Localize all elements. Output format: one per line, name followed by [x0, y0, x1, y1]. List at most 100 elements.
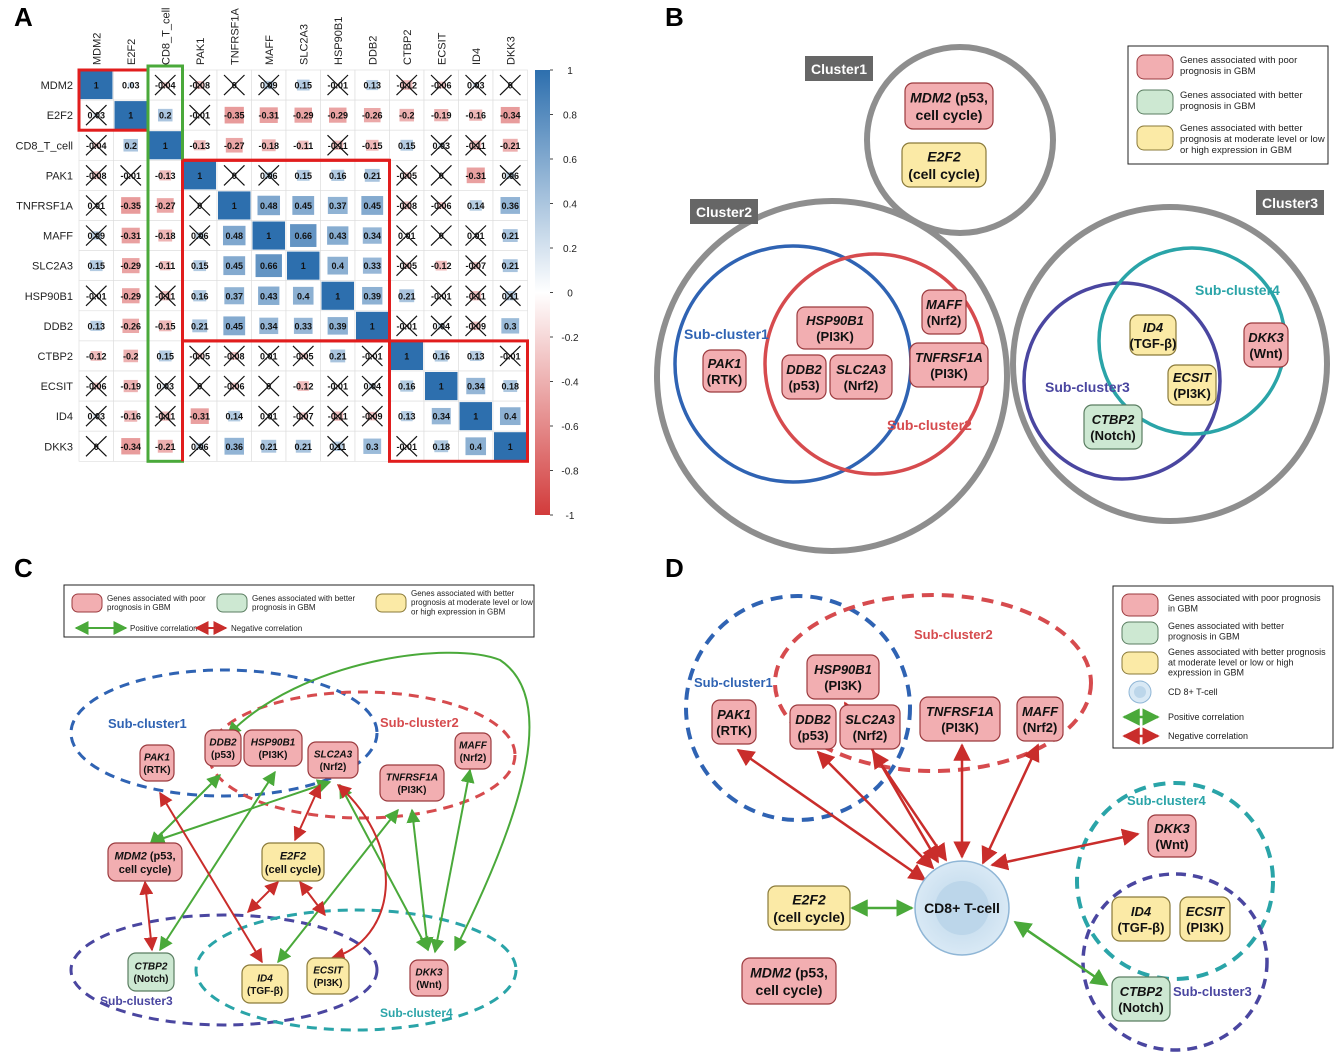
- gene-name: CTBP2: [1092, 412, 1135, 427]
- d-legend-positive-text: Positive correlation: [1168, 712, 1244, 722]
- cluster2-badge: Cluster2: [690, 199, 758, 224]
- gene-name: DDB2: [209, 738, 237, 749]
- heatmap-row-label: CTBP2: [38, 351, 73, 363]
- gene-pathway: (PI3K): [930, 366, 968, 381]
- sub-cluster3-circle: [1022, 281, 1222, 481]
- heatmap-value: -0.12: [293, 382, 314, 392]
- heatmap-col-label: DDB2: [367, 36, 379, 65]
- gene-name: DDB2: [786, 362, 822, 377]
- colorbar-tick-label: -1: [566, 511, 575, 522]
- heatmap-cross: [499, 74, 521, 96]
- heatmap-square: [327, 226, 349, 245]
- heatmap-square: [469, 109, 483, 121]
- heatmap-square: [434, 109, 449, 122]
- cluster3-circle: [1010, 204, 1330, 524]
- heatmap-square: [465, 437, 487, 456]
- gene-name: MDM2: [114, 850, 146, 862]
- heatmap-cross: [85, 164, 107, 186]
- svg-text:HSP90B1: HSP90B1: [814, 662, 872, 677]
- d-edge-slc2a3-cd8: [871, 750, 948, 862]
- heatmap-cross: [223, 74, 245, 96]
- heatmap-square: [225, 137, 243, 153]
- svg-text:DDB2: DDB2: [786, 362, 822, 377]
- gene-name: ECSIT: [313, 966, 343, 977]
- heatmap-value: -0.29: [120, 261, 141, 271]
- heatmap-row-label: E2F2: [47, 110, 73, 122]
- b-gene-tnfrsf1a: TNFRSF1A(PI3K): [909, 342, 989, 388]
- c-gene-ddb2: DDB2(p53): [204, 729, 242, 767]
- heatmap-square: [499, 407, 521, 426]
- heatmap-value: 0.21: [260, 442, 278, 452]
- heatmap-value: -0.35: [224, 111, 245, 121]
- heatmap-value: -0.11: [155, 261, 175, 271]
- heatmap-value: 0.34: [363, 231, 381, 241]
- heatmap-value: 0.15: [191, 261, 209, 271]
- heatmap-value: -0.16: [120, 412, 141, 422]
- heatmap-square: [328, 107, 347, 123]
- gene-pathway: cell cycle): [756, 982, 823, 998]
- heatmap-square: [159, 260, 171, 271]
- heatmap-cross: [189, 74, 211, 96]
- svg-text:HSP90B1: HSP90B1: [806, 313, 864, 328]
- gene-pathway: (p53,: [951, 90, 988, 106]
- heatmap-value: 1: [232, 201, 237, 211]
- c-negative-edges: [139, 783, 387, 964]
- c-edge-ddb2-dkk3: [227, 651, 531, 952]
- heatmap-cross: [465, 134, 487, 156]
- d-gene-maff: MAFF(Nrf2): [1016, 696, 1064, 742]
- heatmap-cross: [258, 375, 280, 397]
- heatmap-value: 0.43: [329, 231, 347, 241]
- heatmap-value: 0.33: [363, 261, 381, 271]
- heatmap-square: [294, 107, 313, 123]
- heatmap-square: [293, 317, 313, 334]
- gene-pathway: (TGF-β): [247, 986, 283, 997]
- c-edge-maff-dkk3: [430, 768, 475, 954]
- colorbar-tick-label: 0.2: [563, 244, 577, 255]
- c-sub-cluster2-label: Sub-cluster2: [380, 715, 459, 730]
- heatmap-value: 1: [301, 261, 306, 271]
- heatmap-square: [501, 318, 520, 334]
- heatmap-square: [431, 407, 451, 425]
- heatmap-value: -0.12: [431, 261, 452, 271]
- c-legend-positive-text: Positive correlation: [130, 624, 198, 633]
- heatmap-square: [193, 290, 207, 302]
- heatmap-cross: [189, 345, 211, 367]
- heatmap-square: [157, 108, 173, 122]
- heatmap-col-label: MAFF: [264, 35, 276, 65]
- heatmap-cell: [354, 280, 390, 312]
- heatmap-cross: [258, 74, 280, 96]
- c-edge-slc2a3-ecsit: [330, 784, 387, 962]
- d-edge-maff-cd8: [981, 743, 1040, 865]
- svg-text:ID4: ID4: [257, 974, 273, 985]
- gene-pathway: (p53): [788, 378, 819, 393]
- svg-text:DDB2: DDB2: [209, 738, 237, 749]
- heatmap-value: 0.4: [331, 261, 344, 271]
- heatmap-value: -0.34: [500, 111, 521, 121]
- heatmap-square: [292, 196, 315, 215]
- gene-pathway: (PI3K): [816, 329, 854, 344]
- colorbar-tick-label: -0.2: [561, 333, 579, 344]
- gene-name: E2F2: [792, 892, 826, 908]
- gene-pathway: (Notch): [134, 974, 169, 985]
- b-sub-cluster2-label: Sub-cluster2: [887, 417, 972, 433]
- heatmap-square: [80, 71, 113, 100]
- heatmap-square: [400, 411, 413, 422]
- heatmap-cell: [113, 310, 149, 342]
- c-gene-e2f2: E2F2(cell cycle): [261, 842, 325, 882]
- svg-text:MDM2 (p53,: MDM2 (p53,: [910, 90, 988, 106]
- heatmap-square: [223, 256, 246, 276]
- heatmap-cross: [465, 225, 487, 247]
- heatmap-row-label: ECSIT: [41, 381, 74, 393]
- heatmap-square: [399, 289, 415, 303]
- heatmap-cross: [85, 435, 107, 457]
- heatmap-cross: [85, 405, 107, 427]
- heatmap-cross: [189, 104, 211, 126]
- gene-name: SLC2A3: [836, 362, 887, 377]
- b-sub-cluster3-label: Sub-cluster3: [1045, 379, 1130, 395]
- heatmap-value: -0.21: [500, 141, 521, 151]
- heatmap-value: -0.16: [465, 111, 486, 121]
